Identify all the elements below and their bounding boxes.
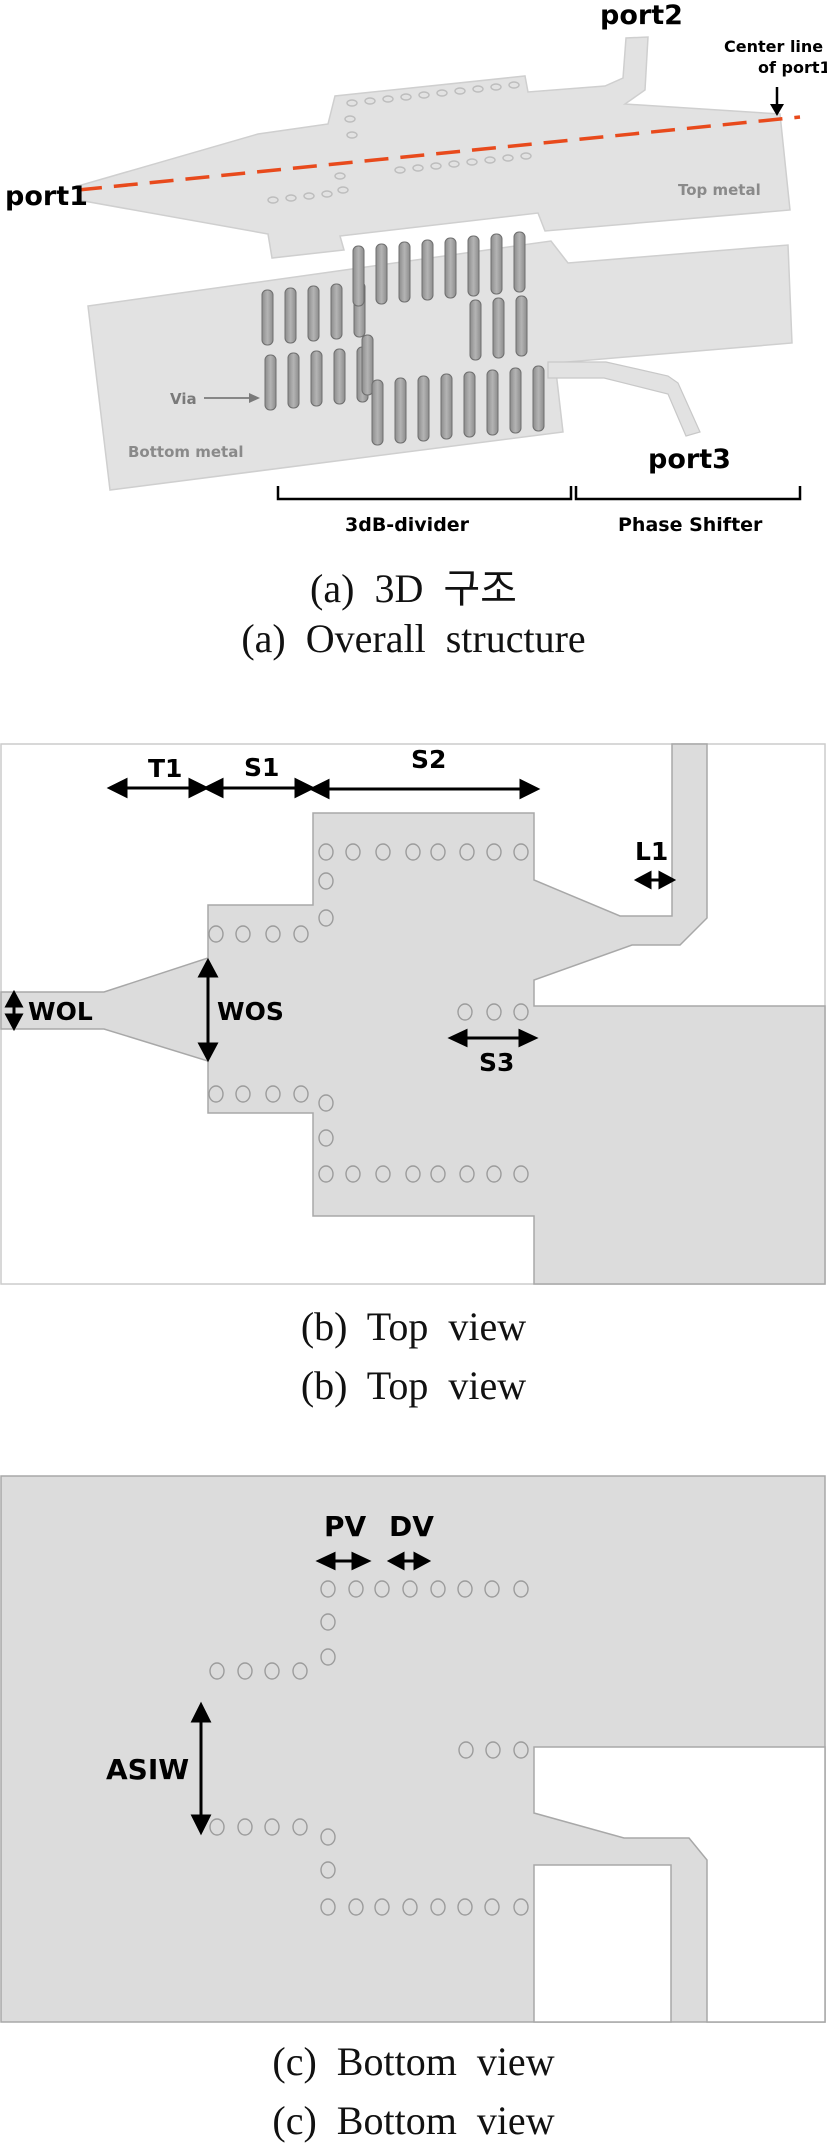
- center-line-arrow: [770, 87, 784, 116]
- phase-shifter-label: Phase Shifter: [618, 514, 763, 536]
- overall-structure-diagram: port1 port2 port3 Center line of port1 T…: [5, 0, 827, 536]
- port3-label: port3: [648, 444, 731, 475]
- top-metal-layer: [77, 36, 791, 259]
- label-DV: DV: [389, 1510, 434, 1543]
- bottom-view-diagram: PV DV ASIW: [0, 1475, 826, 2023]
- label-S1: S1: [244, 753, 279, 782]
- divider-label: 3dB-divider: [345, 514, 470, 536]
- caption-c-1: (c) Bottom view: [272, 2039, 555, 2084]
- caption-b-2: (b) Top view: [300, 1363, 527, 1408]
- via-label: Via: [170, 390, 197, 408]
- label-PV: PV: [324, 1510, 367, 1543]
- top-view-dimension-arrows: [4, 777, 677, 1063]
- top-view-metal: [0, 743, 826, 1285]
- center-line-of-port1: [77, 115, 801, 192]
- port1-label: port1: [5, 181, 88, 212]
- caption-a-english: (a) Overall structure: [241, 616, 586, 661]
- port2-label: port2: [600, 0, 683, 31]
- divider-bracket: [276, 486, 802, 501]
- center-line-label: Center line: [724, 37, 823, 56]
- label-ASIW: ASIW: [106, 1753, 189, 1786]
- top-metal-label: Top metal: [678, 181, 761, 199]
- bottom-view-vias: [209, 1580, 529, 1916]
- caption-b-1: (b) Top view: [300, 1304, 527, 1349]
- label-T1: T1: [148, 754, 182, 783]
- bottom-view-cutout: [533, 1746, 826, 2023]
- label-WOS: WOS: [217, 997, 284, 1026]
- top-view-diagram: T1 S1 S2 L1 WOL WOS S3: [0, 743, 826, 1285]
- bottom-metal-label: Bottom metal: [128, 443, 243, 461]
- label-S2: S2: [411, 745, 446, 774]
- via-array: [261, 231, 545, 446]
- caption-c-2: (c) Bottom view: [272, 2098, 555, 2143]
- center-line-label-2: of port1: [758, 58, 827, 77]
- via-arrow: [204, 393, 260, 403]
- label-L1: L1: [635, 837, 668, 866]
- bottom-view-dimension-arrows: [190, 1551, 432, 1836]
- label-S3: S3: [479, 1048, 514, 1077]
- caption-a-korean: (a) 3D 구조: [310, 566, 517, 611]
- bottom-view-cutout-lower: [533, 1864, 672, 2023]
- label-WOL: WOL: [28, 997, 93, 1026]
